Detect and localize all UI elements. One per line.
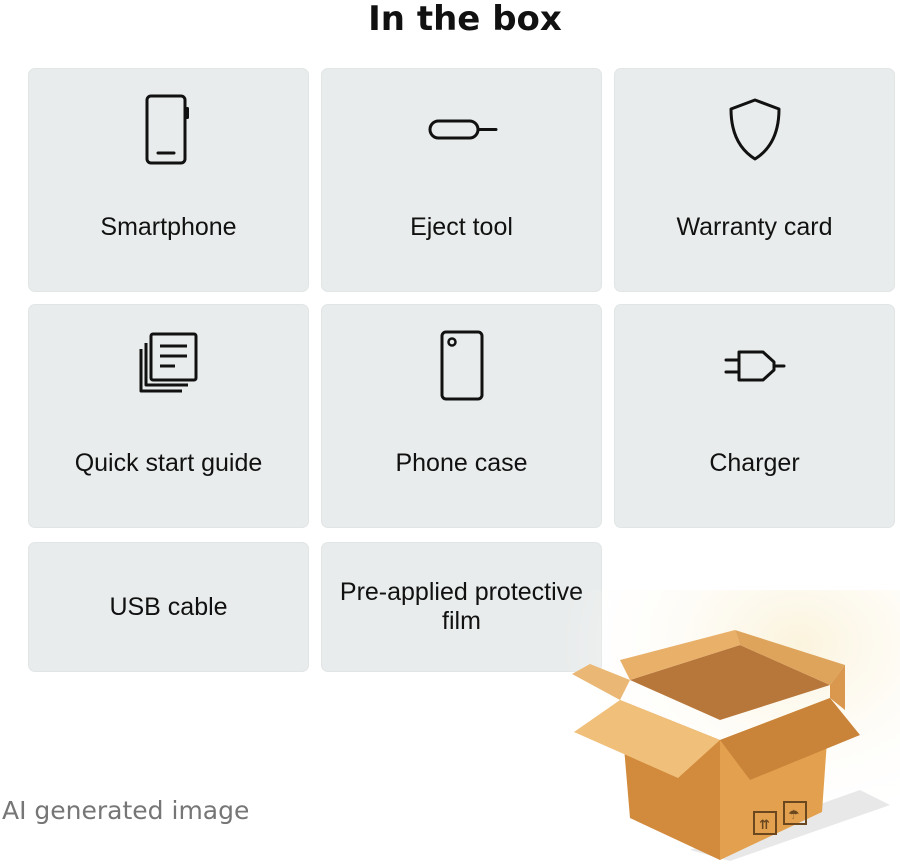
documents-icon: [29, 331, 308, 395]
item-label: Quick start guide: [74, 449, 263, 477]
item-card-smartphone: Smartphone: [29, 69, 308, 291]
page-title: In the box: [368, 0, 562, 39]
item-card-warranty-card: Warranty card: [615, 69, 894, 291]
item-card-eject-tool: Eject tool: [322, 69, 601, 291]
svg-text:☂: ☂: [788, 808, 800, 823]
open-box-illustration: ⇈ ☂: [560, 590, 900, 866]
item-label: Smartphone: [100, 213, 237, 241]
ai-watermark: AI generated image: [2, 796, 250, 825]
eject-tool-icon: [322, 117, 601, 143]
item-label: Pre-applied protective film: [339, 578, 584, 635]
item-card-quick-start-guide: Quick start guide: [29, 305, 308, 527]
item-label: USB cable: [109, 593, 228, 621]
item-card-protective-film: Pre-applied protective film: [322, 543, 601, 671]
plug-icon: [615, 347, 894, 385]
item-label: Warranty card: [676, 213, 833, 241]
phone-case-icon: [322, 329, 601, 403]
shield-icon: [615, 97, 894, 163]
svg-text:⇈: ⇈: [759, 818, 770, 833]
item-label: Eject tool: [410, 213, 513, 241]
item-label: Charger: [709, 449, 800, 477]
item-card-charger: Charger: [615, 305, 894, 527]
smartphone-icon: [29, 93, 308, 167]
item-card-usb-cable: USB cable: [29, 543, 308, 671]
item-label: Phone case: [395, 449, 528, 477]
item-card-phone-case: Phone case: [322, 305, 601, 527]
